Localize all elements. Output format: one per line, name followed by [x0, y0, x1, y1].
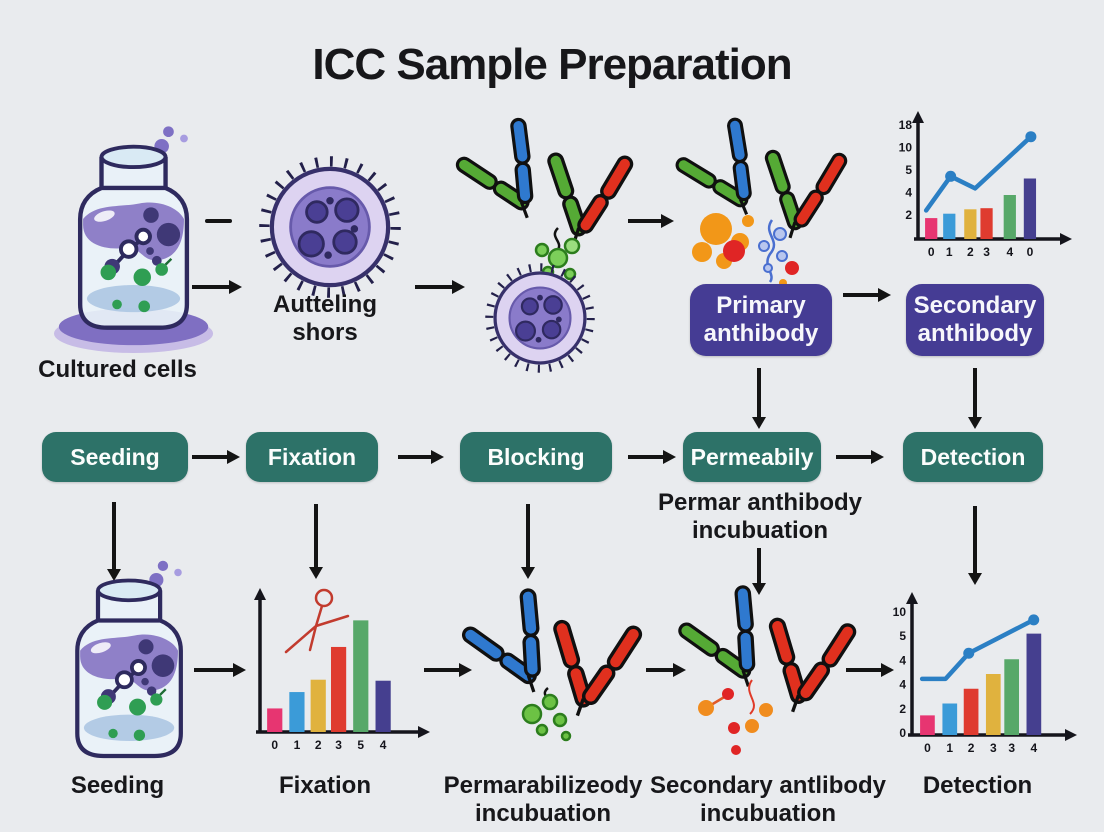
arrow-down-icon: [757, 548, 761, 584]
arrow-right-icon: [628, 219, 662, 223]
svg-text:5: 5: [905, 163, 912, 177]
arrow-right-icon: [192, 455, 228, 459]
svg-text:3: 3: [1008, 741, 1015, 755]
arrow-down-icon: [757, 368, 761, 418]
svg-text:0: 0: [924, 741, 931, 755]
svg-text:2: 2: [968, 741, 975, 755]
svg-text:10: 10: [899, 141, 913, 155]
svg-text:2: 2: [899, 702, 906, 716]
fixation-bottom-label: Fixation: [278, 772, 371, 799]
scissors-doodle-icon: [284, 588, 350, 654]
dash-line: [205, 219, 232, 223]
arrow-right-icon: [398, 455, 432, 459]
antibody-icon: [764, 149, 848, 239]
step-box-seeding: Seeding: [42, 432, 188, 482]
antibody-icon: [678, 585, 756, 687]
arrow-down-icon: [526, 504, 530, 568]
arrow-down-icon: [314, 504, 318, 568]
svg-text:18: 18: [899, 118, 913, 132]
svg-text:0: 0: [1027, 245, 1034, 259]
permeabily-note: Permar anthibody incubuation: [657, 489, 863, 545]
svg-text:4: 4: [1006, 245, 1013, 259]
antibody-icon: [547, 152, 634, 245]
svg-text:1: 1: [946, 741, 953, 755]
arrow-right-icon: [646, 668, 674, 672]
step-box-blocking: Blocking: [460, 432, 612, 482]
svg-text:2: 2: [967, 245, 974, 259]
step-box-detection: Detection: [903, 432, 1043, 482]
arrow-right-icon: [836, 455, 872, 459]
svg-text:4: 4: [899, 678, 906, 692]
arrow-right-icon: [192, 285, 230, 289]
antigen-blobs-icon: [521, 687, 572, 742]
perm-bottom-label: Permarabilizeody incubuation: [443, 772, 643, 828]
secondary-bottom-label: Secondary antlibody incubuation: [649, 772, 887, 828]
step-box-permeabily: Permeabily: [683, 432, 821, 482]
svg-text:3: 3: [983, 245, 990, 259]
arrow-down-icon: [973, 506, 977, 574]
svg-text:1: 1: [294, 738, 301, 752]
linker-squiggle-icon: [758, 219, 799, 287]
svg-text:4: 4: [1031, 741, 1038, 755]
svg-text:0: 0: [928, 245, 935, 259]
arrow-right-icon: [843, 293, 879, 297]
svg-text:0: 0: [899, 726, 906, 740]
seeding-jar-icon: [50, 556, 210, 764]
detection-bottom-label: Detection: [922, 772, 1033, 799]
arrow-right-icon: [424, 668, 460, 672]
primary-antibody-box: Primary anthibody: [690, 284, 832, 356]
cell-icon: [255, 152, 405, 302]
arrow-down-icon: [973, 368, 977, 418]
arrow-right-icon: [846, 668, 882, 672]
page-title: ICC Sample Preparation: [312, 40, 792, 89]
svg-text:1: 1: [946, 245, 953, 259]
svg-text:4: 4: [899, 653, 906, 667]
svg-text:2: 2: [905, 208, 912, 222]
svg-text:3: 3: [990, 741, 997, 755]
step-box-fixation: Fixation: [246, 432, 378, 482]
arrow-right-icon: [415, 285, 453, 289]
seeding-bottom-label: Seeding: [70, 772, 165, 799]
antibody-icon: [675, 117, 752, 215]
secondary-antibody-box: Secondary anthibody: [906, 284, 1044, 356]
svg-text:2: 2: [315, 738, 322, 752]
svg-text:0: 0: [271, 738, 278, 752]
svg-text:5: 5: [357, 738, 364, 752]
svg-text:5: 5: [899, 629, 906, 643]
antibody-icon: [461, 588, 541, 693]
arrow-right-icon: [194, 668, 234, 672]
antibody-icon: [553, 619, 643, 717]
svg-text:10: 10: [893, 605, 907, 619]
arrow-down-icon: [112, 502, 116, 570]
svg-text:4: 4: [905, 186, 912, 200]
cultured-cells-label: Cultured cells: [38, 356, 197, 383]
cell-caption: Autteling shors: [273, 291, 377, 347]
svg-text:3: 3: [335, 738, 342, 752]
antigen-blobs-icon: [534, 227, 581, 281]
svg-text:4: 4: [380, 738, 387, 752]
antibody-icon: [455, 117, 534, 219]
arrow-right-icon: [628, 455, 664, 459]
cell-icon: [482, 260, 598, 376]
cultured-cells-jar-icon: [53, 122, 214, 353]
fluorophore-dots-icon: [698, 679, 773, 755]
fluorophore-cluster-icon: [692, 213, 754, 269]
antibody-icon: [768, 617, 857, 713]
